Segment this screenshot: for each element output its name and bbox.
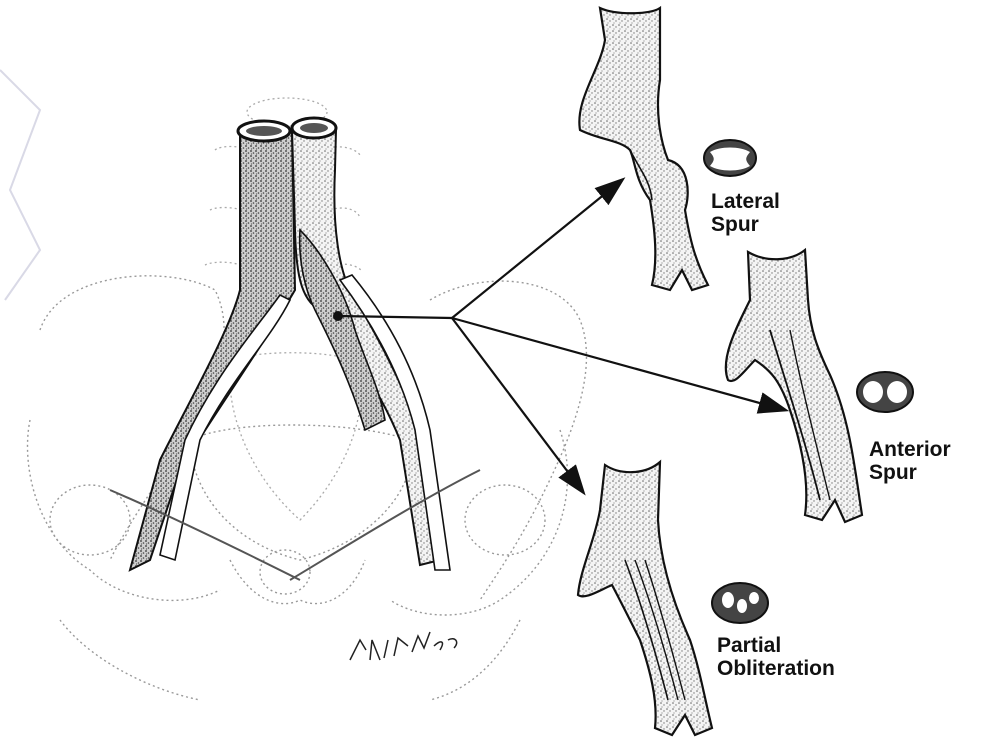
watermark-strokes [0,70,40,300]
lateral-spur-label-line2: Spur [711,213,780,236]
anterior-spur-vessel [726,250,862,522]
lateral-spur-vessel [579,8,708,290]
anterior-spur-cross-section [857,372,913,412]
lateral-spur-cross-section [704,140,756,176]
arrow-to-lateral [452,180,622,318]
anterior-spur-label-line1: Anterior [869,438,951,461]
partial-obliteration-vessel [578,462,712,735]
vessel-system [110,118,480,580]
partial-obliteration-cross-section [712,583,768,623]
artist-signature [350,632,457,660]
anterior-spur-label-line2: Spur [869,461,951,484]
lateral-spur-label: Lateral Spur [711,190,780,236]
partial-obliteration-label: Partial Obliteration [717,634,835,680]
pelvis-bones [28,276,587,700]
partial-obliteration-label-line2: Obliteration [717,657,835,680]
anterior-spur-label: Anterior Spur [869,438,951,484]
lateral-spur-label-line1: Lateral [711,190,780,213]
partial-obliteration-label-line1: Partial [717,634,835,657]
arrow-to-partial [452,318,583,492]
